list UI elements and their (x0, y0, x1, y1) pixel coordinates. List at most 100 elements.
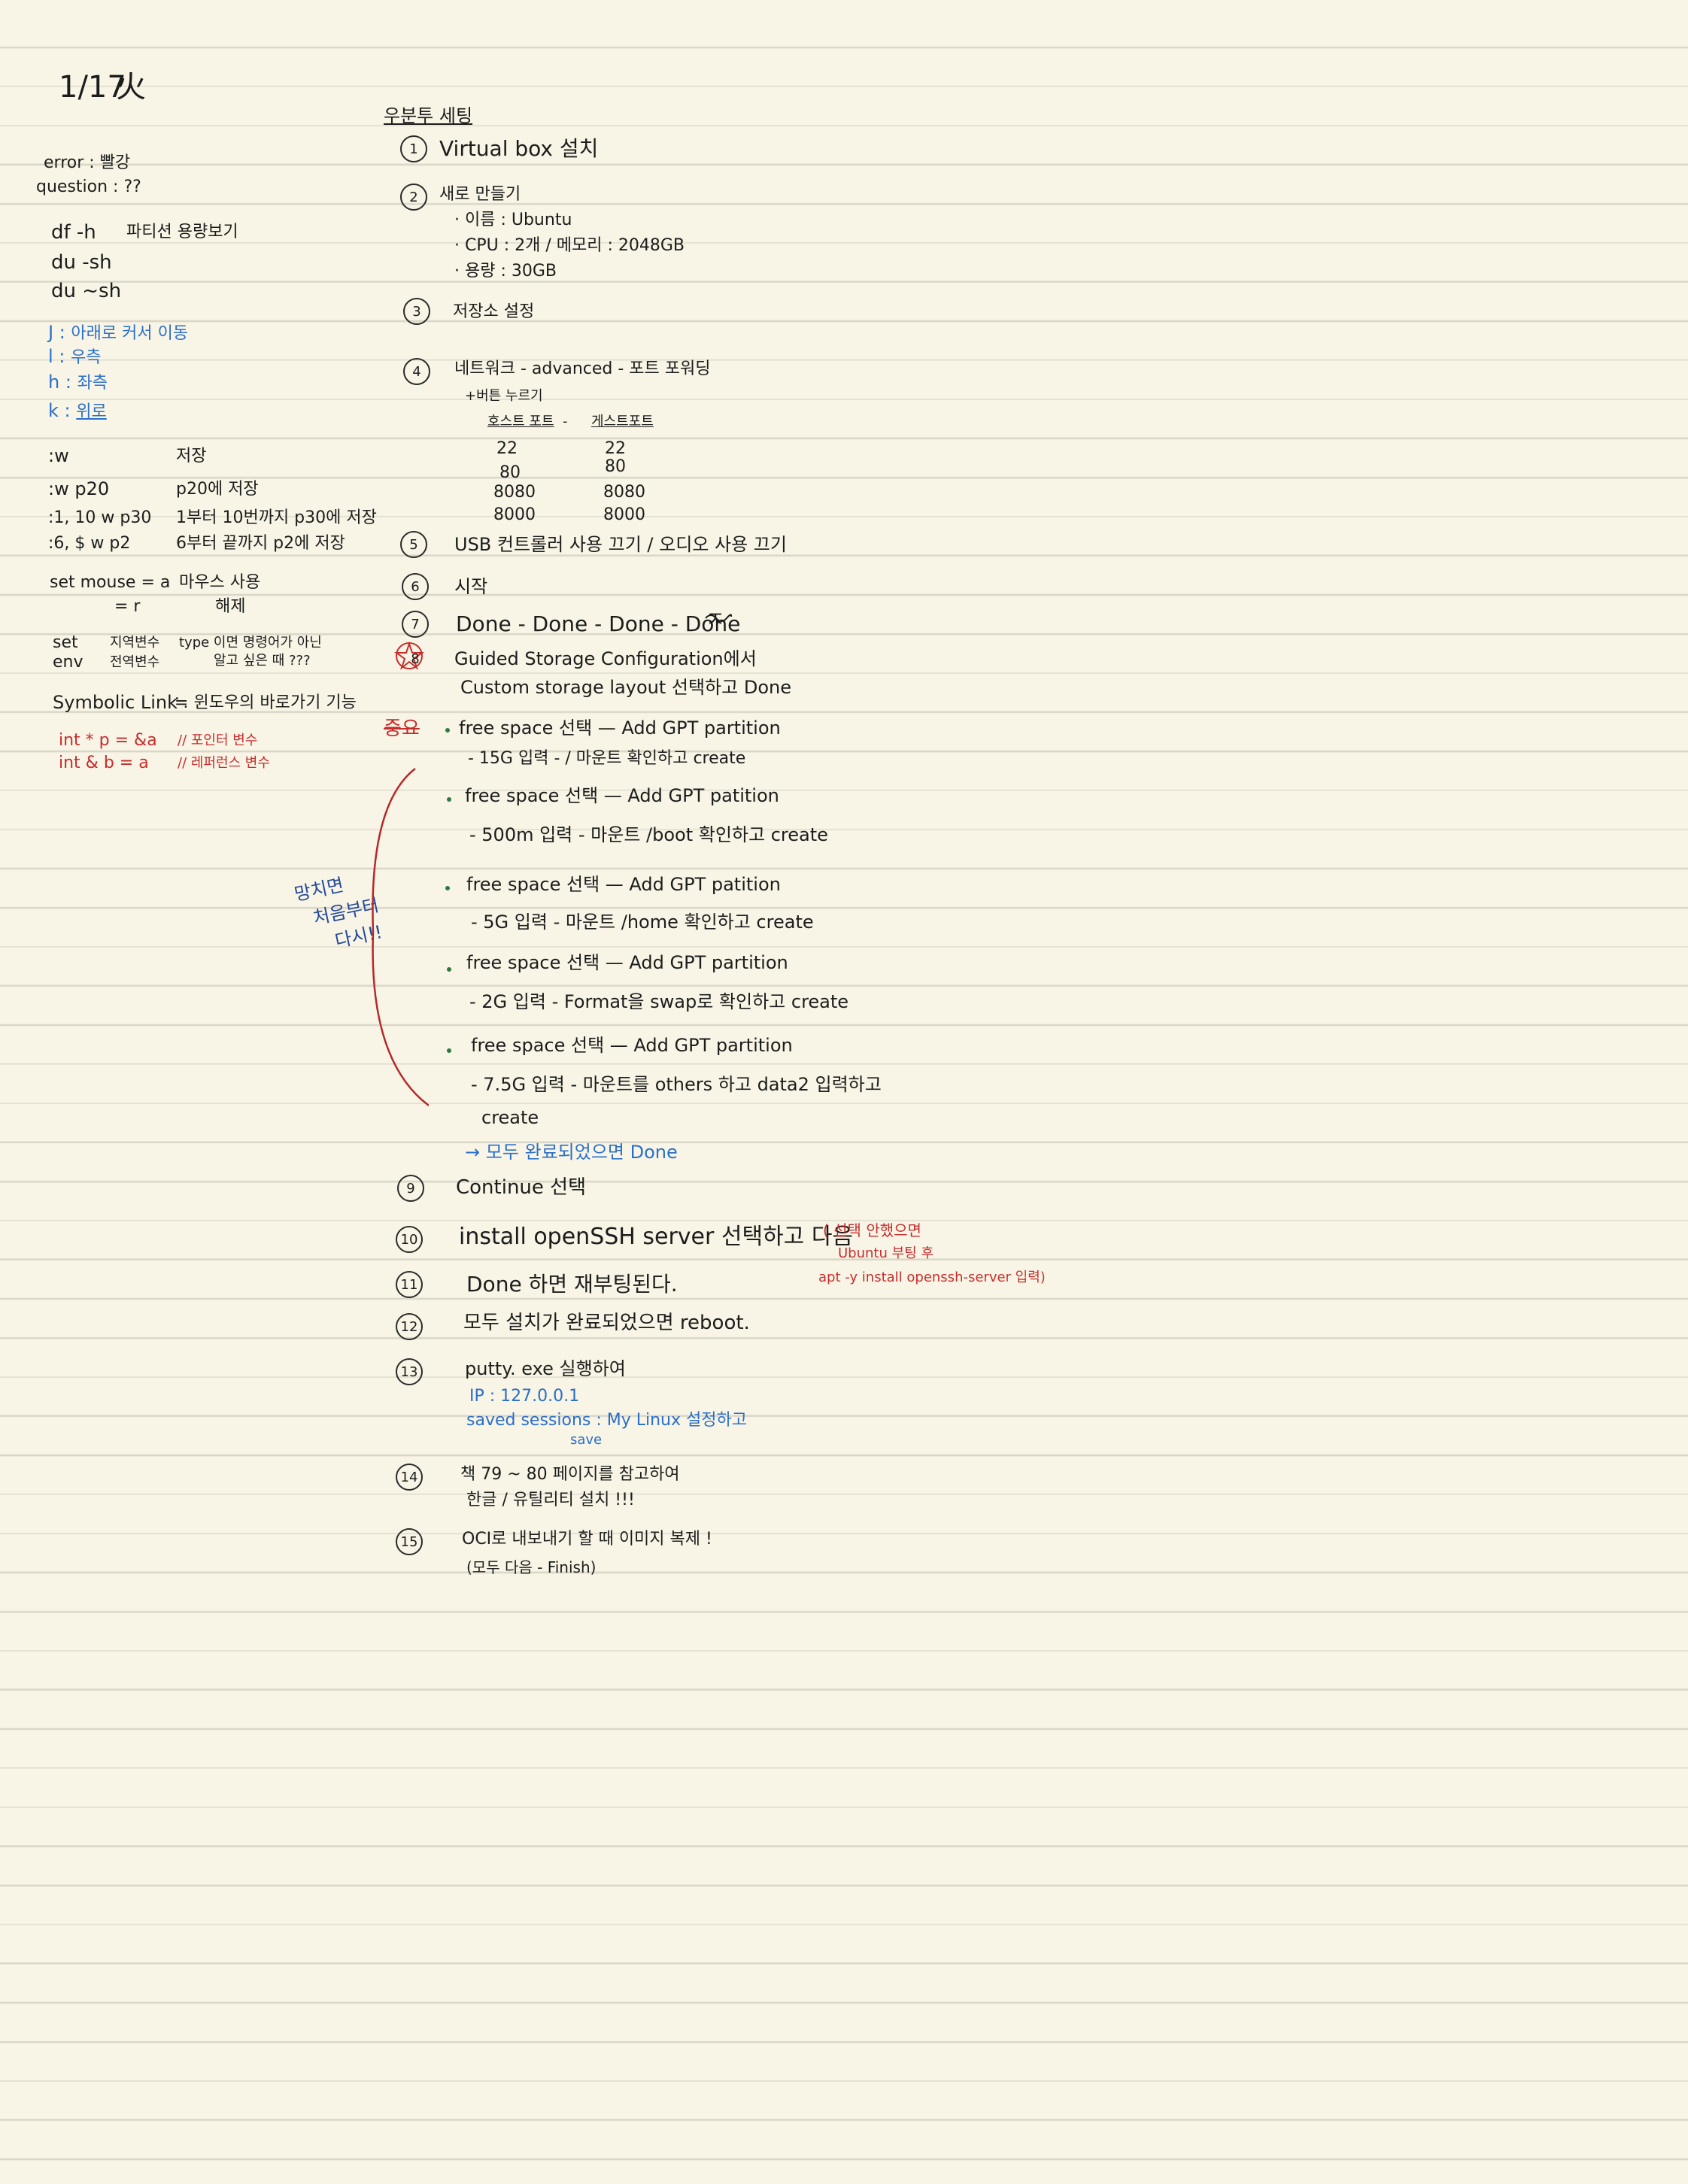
wavy-underline-icon (705, 614, 733, 622)
vim-move-desc: 아래로 커서 이동 (71, 324, 189, 343)
step-number-10: 10 (396, 1226, 423, 1253)
partition-a: free space 선택 — Add GPT partition (471, 1035, 793, 1056)
partition-a: free space 선택 — Add GPT patition (465, 785, 779, 806)
vim-cmd-desc: 1부터 10번까지 p30에 저장 (176, 508, 377, 527)
step-1-text: Virtual box 설치 (439, 136, 599, 161)
legend-question-value: ?? (123, 177, 141, 196)
step-number-15: 15 (396, 1528, 423, 1555)
step-7-text: Done - Done - Done - Done (456, 611, 741, 636)
bullet (447, 1048, 451, 1053)
code-line-pointer: int * p = &a (59, 731, 157, 750)
step-number-2: 2 (400, 184, 427, 211)
step-12-text: 모두 설치가 완료되었으면 reboot. (463, 1312, 750, 1334)
step-number-13: 13 (396, 1358, 423, 1385)
step-number-4: 4 (403, 358, 430, 385)
code-line-reference: int & b = a (59, 754, 149, 772)
vim-move-key: k (48, 400, 59, 421)
partition-a: free space 선택 — Add GPT patition (466, 874, 781, 895)
date-weekday: 火 (116, 70, 146, 105)
partition-b: - 5G 입력 - 마운트 /home 확인하고 create (471, 912, 814, 933)
partition-b: - 15G 입력 - / 마운트 확인하고 create (468, 749, 746, 768)
code-comment-reference: // 레퍼런스 변수 (178, 755, 270, 771)
step-15-text-b: (모두 다음 - Finish) (466, 1558, 597, 1576)
putty-save: save (570, 1432, 603, 1448)
step-4-text: 네트워크 - advanced - 포트 포워딩 (454, 359, 711, 378)
bullet (445, 728, 450, 733)
port-guest: 8080 (603, 483, 645, 502)
step-number-12: 12 (396, 1313, 423, 1340)
bullet (447, 967, 451, 972)
putty-saved-sessions: saved sessions : My Linux 설정하고 (466, 1411, 747, 1430)
step-8-text-b: Custom storage layout 선택하고 Done (460, 677, 791, 698)
partition-a: free space 선택 — Add GPT partition (459, 717, 781, 739)
partition-b: - 500m 입력 - 마운트 /boot 확인하고 create (469, 824, 828, 845)
step-14-text-a: 책 79 ~ 80 페이지를 참고하여 (460, 1465, 680, 1484)
set-env-note-2: 알고 싶은 때 ??? (214, 653, 311, 669)
set-var: 지역변수 (110, 635, 160, 651)
step-5-text: USB 컨트롤러 사용 끄기 / 오디오 사용 끄기 (454, 534, 787, 555)
step-number-6: 6 (402, 573, 429, 600)
step-number-8: 8 (411, 651, 420, 667)
step-13-text: putty. exe 실행하여 (465, 1358, 626, 1379)
cmd-df-desc: 파티션 용량보기 (126, 223, 238, 241)
symlink-desc: ≒ 윈도우의 바로가기 기능 (175, 693, 357, 712)
vim-move-key: J (48, 322, 54, 343)
step-11-text: Done 하면 재부팅된다. (466, 1272, 678, 1297)
cmd-df: df -h (51, 221, 96, 244)
vim-cmd: :1, 10 w p30 (48, 508, 152, 527)
partition-a: free space 선택 — Add GPT partition (466, 952, 788, 973)
red-star-icon (393, 641, 425, 670)
step-number-3: 3 (403, 298, 430, 325)
step-7-mark: ㅈ (706, 607, 725, 632)
legend-error-value: 빨강 (99, 153, 131, 172)
set-env-note: type 이면 명령어가 아닌 (179, 635, 322, 651)
vim-cmd-desc: 6부터 끝까지 p2에 저장 (176, 534, 345, 553)
vm-setting-disk: · 용량 : 30GB (454, 262, 557, 281)
vim-move-key: h (48, 372, 60, 393)
mouse-desc-off: 해제 (215, 597, 246, 616)
partition-create: create (481, 1107, 539, 1128)
symlink-label: Symbolic Link (53, 692, 178, 713)
step-number-5: 5 (400, 531, 427, 558)
port-header-sep: - (563, 414, 568, 429)
legend-error-key: error (44, 153, 84, 172)
port-header-host: 호스트 포트 (487, 414, 554, 429)
bullet (445, 886, 450, 890)
vm-setting-cpu: · CPU : 2개 / 메모리 : 2048GB (454, 236, 685, 255)
vim-cmd-desc: p20에 저장 (176, 480, 259, 499)
vim-move-desc: 좌측 (77, 374, 108, 393)
vim-move-desc: 우측 (71, 348, 102, 367)
step-10-note-2: Ubuntu 부팅 후 (838, 1245, 934, 1261)
code-comment-pointer: // 포인터 변수 (178, 733, 258, 748)
step-14-text-b: 한글 / 유틸리티 설치 !!! (466, 1491, 635, 1509)
step-9-text: Continue 선택 (456, 1176, 587, 1199)
vim-move-desc: 위로 (76, 402, 107, 421)
mouse-cmd: set mouse = a (50, 573, 171, 592)
cmd-du-2: du ~sh (51, 280, 122, 302)
step-4-sub: +버튼 누르기 (465, 388, 543, 404)
partition-b: - 2G 입력 - Format을 swap로 확인하고 create (469, 991, 849, 1012)
port-host: 8000 (493, 505, 536, 524)
step-10-note-3: apt -y install openssh-server 입력) (818, 1269, 1046, 1285)
step-number-14: 14 (396, 1464, 423, 1491)
date-day: 1/17 (59, 70, 126, 105)
vim-cmd: :6, $ w p2 (48, 534, 131, 553)
bracket-icon (372, 768, 429, 1106)
step-number-7: 7 (402, 611, 429, 638)
env-label: env (53, 653, 83, 672)
step-3-text: 저장소 설정 (453, 302, 535, 321)
port-guest: 22 (605, 439, 626, 458)
step-6-text: 시작 (454, 576, 488, 597)
set-label: set (53, 633, 78, 652)
port-host: 80 (499, 463, 521, 482)
vim-cmd: :w p20 (48, 478, 110, 499)
step-10-text: install openSSH server 선택하고 다음 (459, 1224, 854, 1250)
port-host: 8080 (493, 483, 536, 502)
step-8-text-a: Guided Storage Configuration에서 (454, 648, 757, 669)
step-number-1: 1 (400, 135, 427, 162)
cmd-du-1: du -sh (51, 251, 112, 274)
mouse-cmd-off: = r (114, 597, 141, 616)
port-guest: 8000 (603, 505, 645, 524)
legend-question-key: question (36, 177, 108, 196)
done-note: → 모두 완료되었으면 Done (465, 1142, 678, 1163)
